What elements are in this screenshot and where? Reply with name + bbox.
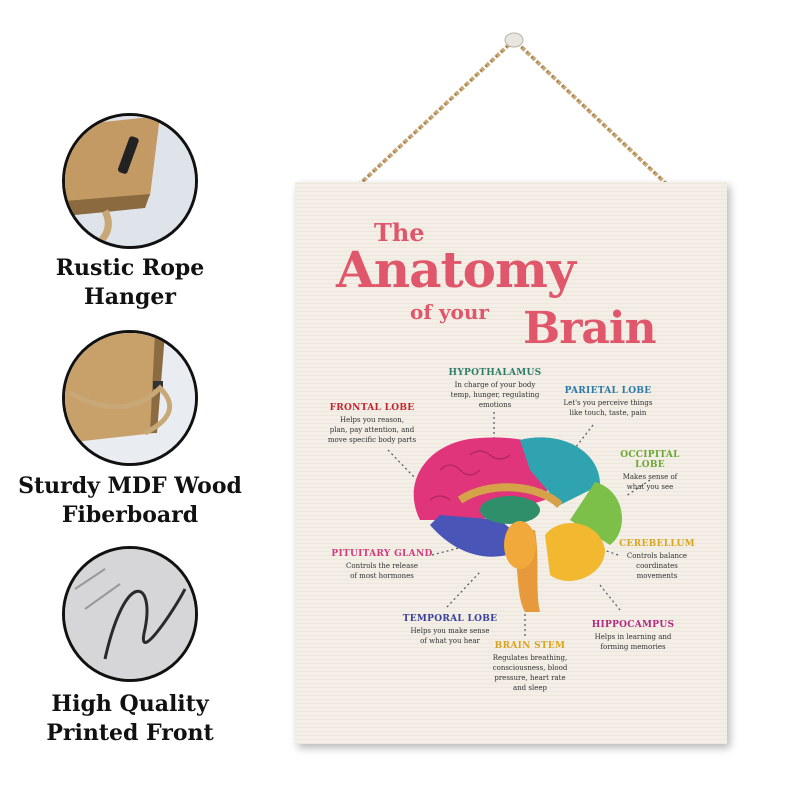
printed-front-photo-icon xyxy=(62,546,198,682)
poster-title-brain: Brain xyxy=(523,303,657,354)
rope-hanger-photo-icon xyxy=(62,113,198,249)
label-brain-stem: BRAIN STEM Regulates breathing,conscious… xyxy=(492,641,568,692)
feature-1-subtitle: Hanger xyxy=(83,284,176,310)
brain-anatomy-poster xyxy=(295,182,727,744)
poster-title-the: The xyxy=(374,218,425,247)
feature-1-title: Rustic Rope xyxy=(55,255,205,281)
poster-title-ofyour: of your xyxy=(410,300,489,324)
poster-title-anatomy: Anatomy xyxy=(336,240,576,299)
label-frontal-lobe: FRONTAL LOBE Helps you reason,plan, pay … xyxy=(327,403,417,444)
feature-3-title: High Quality xyxy=(51,691,209,717)
mdf-board-photo-icon xyxy=(62,330,198,466)
feature-2-subtitle: Fiberboard xyxy=(61,502,199,528)
feature-3-subtitle: Printed Front xyxy=(46,720,214,746)
feature-2-title: Sturdy MDF Wood xyxy=(18,473,242,499)
